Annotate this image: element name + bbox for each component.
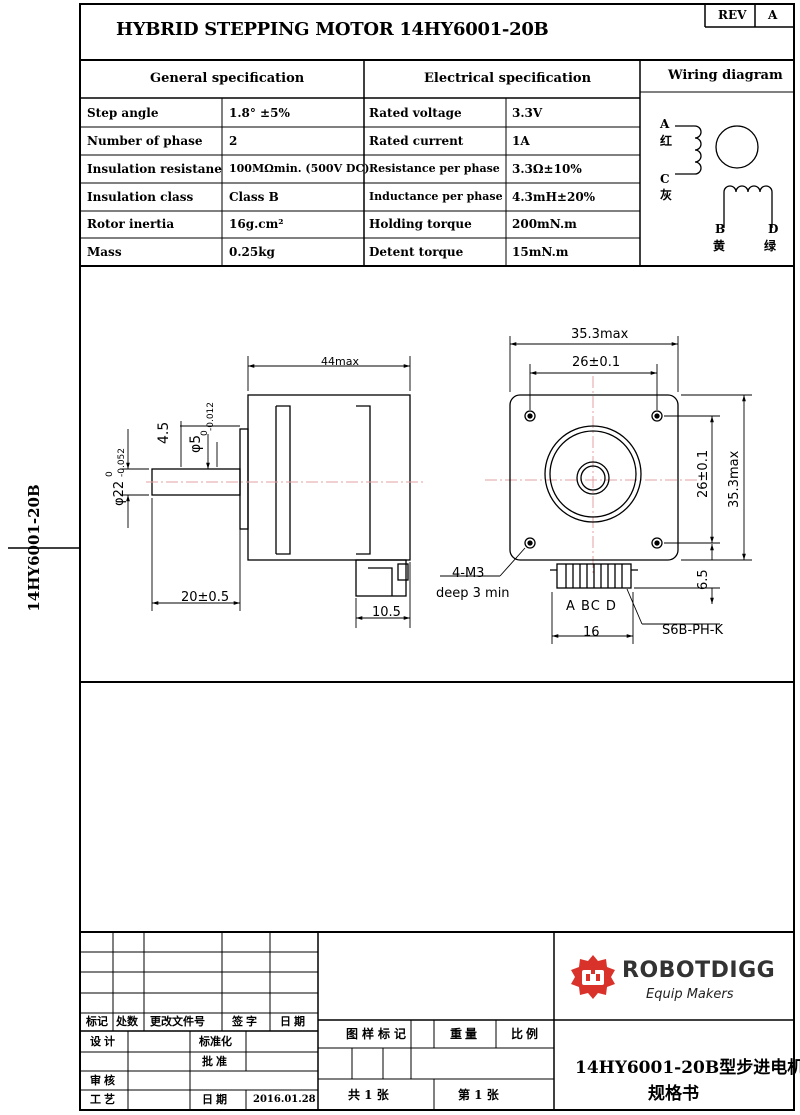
rotor-circle	[715, 125, 759, 169]
page-title: HYBRID STEPPING MOTOR 14HY6001-20B	[116, 19, 549, 40]
wiring-diagram-header: Wiring diagram	[668, 68, 783, 83]
spec-value: Class B	[229, 190, 279, 204]
tb-scale: 比例	[511, 1027, 542, 1041]
spec-label: Step angle	[87, 106, 159, 120]
brand-tagline: Equip Makers	[646, 987, 734, 1002]
note-holes-depth: deep 3 min	[436, 586, 510, 601]
spec-value: 1A	[512, 134, 530, 148]
doc-title-line-1: 14HY6001-20B型步进电机	[575, 1058, 800, 1078]
spec-label: Rated current	[369, 134, 464, 148]
spec-label: Rated voltage	[369, 106, 462, 120]
spec-label: Resistance per phase	[369, 162, 500, 175]
spec-value: 0.25kg	[229, 245, 275, 259]
dim-body-length: 44max	[321, 355, 359, 368]
spec-label: Detent torque	[369, 245, 464, 259]
coil-bd	[723, 185, 773, 228]
spec-label: Insulation resistane	[87, 162, 222, 176]
wire-b-label: B	[715, 222, 726, 236]
dim-hole-spacing-v: 26±0.1	[696, 449, 711, 498]
tb-total-sheets: 共 1 张	[348, 1088, 389, 1102]
side-title: 14HY6001-20B	[25, 484, 43, 612]
electrical-spec-header: Electrical specification	[424, 71, 592, 86]
spec-value: 16g.cm²	[229, 217, 284, 231]
dim-front-height: 35.3max	[727, 450, 742, 508]
tb-date-value: 2016.01.28	[253, 1094, 316, 1105]
tb-date2: 日期	[202, 1093, 230, 1106]
spec-label: Mass	[87, 245, 122, 259]
wire-d-label: D	[768, 222, 779, 236]
dim-hole-spacing-h: 26±0.1	[572, 355, 621, 370]
wire-a-color: 红	[660, 134, 673, 148]
wire-b-color: 黄	[713, 239, 726, 253]
tb-weight: 重量	[450, 1027, 481, 1041]
connector-part: S6B-PH-K	[662, 623, 723, 638]
connector-pins: A BC D	[566, 599, 617, 614]
rev-label: REV	[718, 8, 747, 22]
spec-value: 100MΩmin. (500V DC)	[229, 162, 370, 175]
brand-name: ROBOTDIGG	[622, 958, 776, 983]
rev-value: A	[768, 8, 778, 22]
tb-review: 审核	[90, 1074, 118, 1087]
dim-shaft-tol-bottom: -0.012	[206, 401, 216, 431]
general-spec-header: General specification	[150, 71, 305, 86]
tb-mark: 标记	[86, 1015, 108, 1028]
robotdigg-logo-icon	[571, 955, 615, 999]
dim-connector-offset: 6.5	[696, 569, 711, 590]
spec-value: 3.3Ω±10%	[512, 162, 582, 176]
tb-count: 处数	[116, 1015, 138, 1028]
tb-change-doc: 更改文件号	[150, 1015, 205, 1028]
spec-label: Insulation class	[87, 190, 194, 204]
wiring-diagram	[675, 125, 773, 228]
tb-sign: 签字	[232, 1015, 260, 1028]
dim-shaft-tol-top: 0	[200, 430, 210, 436]
spec-value: 15mN.m	[512, 245, 569, 259]
dim-boss-tol-top: 0	[105, 471, 115, 477]
dim-connector-length: 10.5	[372, 605, 401, 620]
spec-label: Inductance per phase	[369, 190, 503, 203]
wire-a-label: A	[660, 117, 670, 131]
spec-label: Number of phase	[87, 134, 203, 148]
spec-value: 1.8° ±5%	[229, 106, 290, 120]
spec-value: 4.3mH±20%	[512, 190, 596, 204]
spec-value: 3.3V	[512, 106, 543, 120]
spec-label: Rotor inertia	[87, 217, 175, 231]
spec-value: 2	[229, 134, 238, 148]
tb-sheet-number: 第 1 张	[458, 1088, 499, 1102]
wire-c-color: 灰	[660, 188, 673, 202]
dim-boss-tol-bottom: -0.052	[117, 447, 127, 477]
dim-connector-width: 16	[583, 625, 600, 640]
tb-standard: 标准化	[199, 1035, 232, 1048]
dim-front-width: 35.3max	[571, 327, 629, 342]
note-holes: 4-M3	[452, 566, 485, 581]
spec-label: Holding torque	[369, 217, 472, 231]
spec-value: 200mN.m	[512, 217, 577, 231]
doc-title-line-2: 规格书	[648, 1084, 699, 1104]
dim-flat: 4.5	[156, 421, 172, 444]
front-view	[509, 394, 679, 589]
motor-drawing	[120, 336, 752, 644]
wire-c-label: C	[660, 172, 670, 186]
coil-ac	[675, 125, 702, 175]
tb-date: 日期	[280, 1015, 308, 1028]
tb-pattern-mark: 图样标记	[346, 1027, 411, 1041]
side-view	[151, 394, 411, 597]
tb-approve: 批准	[202, 1055, 230, 1068]
dim-boss-diameter: φ22	[112, 480, 127, 506]
wire-d-color: 绿	[764, 239, 777, 253]
dim-shaft-length: 20±0.5	[181, 590, 230, 605]
tb-design: 设计	[90, 1035, 118, 1048]
tb-process: 工艺	[90, 1093, 118, 1106]
dim-shaft-diameter: φ5	[188, 434, 204, 453]
